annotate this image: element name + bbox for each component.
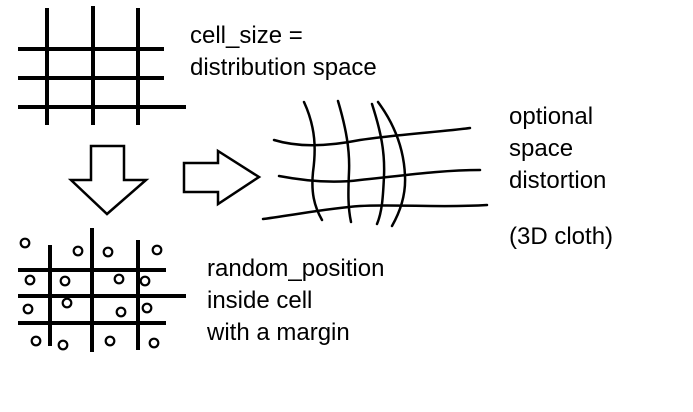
sample-point: [151, 244, 163, 256]
distortion-label-line-1: optional: [509, 103, 594, 130]
distortion-label-line-3: distortion: [509, 167, 607, 194]
sample-point: [141, 302, 153, 314]
sample-point: [115, 306, 127, 318]
cell-size-label-line-2: distribution space: [190, 54, 377, 81]
sample-point: [113, 273, 125, 285]
random-position-label-line-1: random_position: [207, 255, 385, 282]
cloth-line-v1: [302, 100, 324, 222]
random-position-label-line-2: inside cell: [207, 287, 313, 314]
distortion-label: optional space distortion: [509, 101, 606, 197]
sample-point: [59, 275, 71, 287]
cloth-line-h3: [261, 203, 489, 221]
distorted-grid: [261, 99, 489, 228]
sample-point: [57, 339, 69, 351]
distribution-grid: [18, 6, 186, 125]
cell-size-label-line-1: cell_size =: [190, 22, 303, 49]
distortion-label-line-2: space: [509, 135, 574, 162]
sample-point: [139, 275, 151, 287]
down-arrow-icon: [67, 144, 150, 216]
cloth-line-v3: [370, 102, 386, 226]
sample-point: [61, 297, 73, 309]
cloth-line-h1: [272, 126, 472, 147]
sample-grid: [18, 228, 186, 352]
cloth-line-h2: [277, 168, 482, 183]
sample-point: [104, 335, 116, 347]
cell-size-label: cell_size = distribution space: [190, 20, 377, 84]
sample-point: [102, 246, 114, 258]
sample-point: [22, 303, 34, 315]
sample-point: [72, 245, 84, 257]
cloth-label-text: (3D cloth): [509, 223, 614, 250]
sample-point: [148, 337, 160, 349]
sample-point: [24, 274, 36, 286]
random-position-label: random_position inside cell with a margi…: [207, 253, 384, 349]
sample-point: [19, 237, 31, 249]
random-position-label-line-3: with a margin: [207, 319, 350, 346]
cloth-line-v2: [336, 99, 353, 224]
cloth-label: (3D cloth): [509, 221, 613, 253]
sample-point: [30, 335, 42, 347]
right-arrow-icon: [182, 148, 262, 207]
